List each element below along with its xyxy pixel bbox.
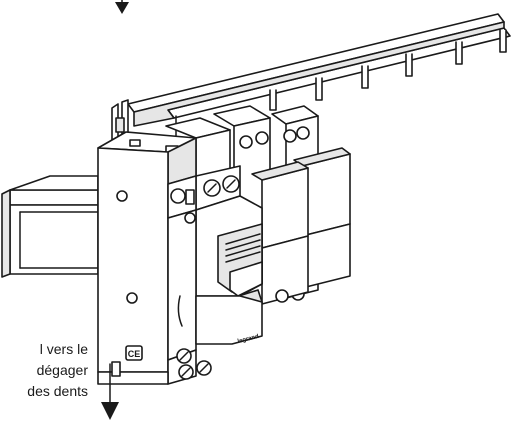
caption-line-3: des dents	[27, 383, 88, 399]
handle-area	[195, 195, 263, 315]
busbar-teeth	[269, 29, 507, 111]
comb-busbar	[127, 13, 511, 149]
brand-label: legrand	[237, 334, 260, 345]
ce-mark-label: CE	[128, 349, 141, 359]
caption-line-2: dégager	[36, 362, 88, 378]
terminals	[116, 175, 240, 380]
din-rail	[1, 175, 99, 278]
ce-mark-icon: CE	[125, 345, 143, 361]
breaker-module: CE legrand	[97, 99, 263, 385]
caption-line-1: l vers le	[39, 341, 88, 357]
arrow-down-icon	[101, 363, 119, 420]
arrow-top-icon	[115, 0, 129, 14]
